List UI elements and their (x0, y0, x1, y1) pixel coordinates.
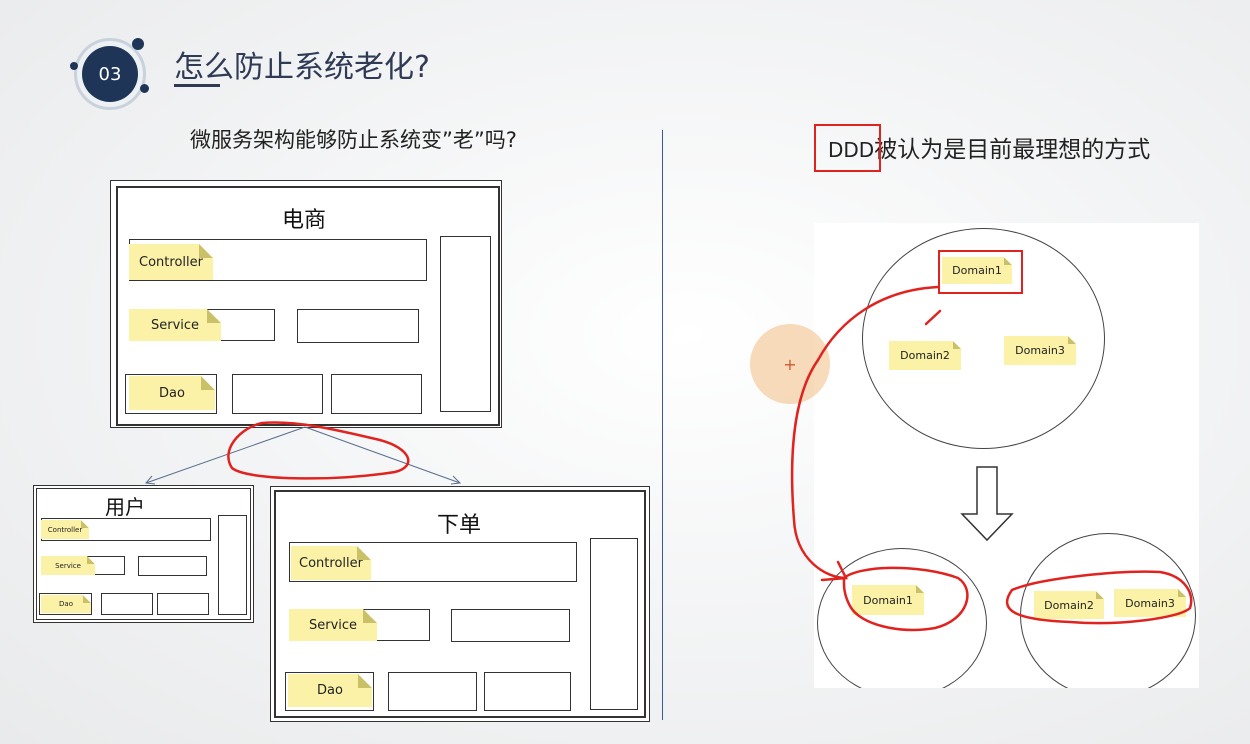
domain2-note: Domain2 (889, 341, 961, 370)
dao-layer-box (232, 374, 323, 414)
dao-note: Dao (129, 376, 215, 410)
vertical-divider (662, 130, 663, 720)
left-subtitle: 微服务架构能够防止系统变”老”吗? (190, 128, 517, 152)
badge-dot-icon (140, 84, 149, 93)
user-service-note: Service (41, 556, 95, 575)
service-note: Service (129, 309, 221, 341)
domain1-annotation-box (938, 250, 1023, 294)
red-annotation-ellipse-domain23 (1005, 570, 1193, 625)
user-module-title: 用户 (105, 495, 145, 519)
order-service-box (451, 609, 570, 642)
user-service-box (138, 556, 207, 576)
split-domain2-note: Domain2 (1034, 591, 1104, 619)
user-controller-note: Controller (41, 520, 89, 539)
order-side-column (590, 538, 638, 710)
ecommerce-module-title: 电商 (282, 208, 327, 233)
service-layer-box (297, 309, 419, 343)
order-module-title: 下单 (437, 513, 482, 538)
dao-layer-box (331, 374, 422, 414)
user-dao-note: Dao (41, 595, 91, 613)
badge-dot-icon (132, 38, 144, 50)
section-number-badge: 03 (82, 46, 138, 102)
page-title: 怎么防止系统老化? (174, 50, 430, 85)
side-column (440, 236, 491, 412)
red-annotation-ellipse-left (227, 421, 410, 480)
controller-note: Controller (129, 244, 213, 280)
split-domain1-note: Domain1 (852, 585, 924, 615)
order-controller-note: Controller (291, 546, 371, 580)
down-arrow-icon (960, 466, 1014, 542)
ddd-highlight: DDD (828, 138, 875, 162)
red-annotation-path (790, 285, 940, 580)
monolith-domain-circle (862, 228, 1105, 449)
split-arrows (145, 426, 462, 485)
title-underline (174, 84, 220, 87)
split-domain3-note: Domain3 (1114, 589, 1186, 617)
right-subtitle: DDD被认为是目前最理想的方式 (828, 130, 1150, 164)
ddd-annotation-box (814, 124, 881, 172)
user-dao-box (101, 593, 153, 615)
service-a-circle (817, 548, 987, 688)
domain1-note: Domain1 (942, 257, 1012, 284)
ddd-diagram-panel: Domain1 Domain2 Domain3 Domain1 Domain2 … (814, 223, 1199, 688)
order-dao-box (388, 672, 477, 711)
domain3-note: Domain3 (1004, 336, 1076, 365)
badge-dot-icon (70, 62, 78, 70)
user-side-column (218, 515, 247, 615)
order-service-note: Service (289, 609, 377, 641)
red-annotation-ellipse-domain1 (842, 566, 969, 632)
red-annotation-tick (924, 309, 942, 326)
order-dao-box (484, 672, 571, 711)
right-subtitle-text: 被认为是目前最理想的方式 (874, 137, 1151, 163)
user-dao-box (157, 593, 209, 615)
service-b-circle (1020, 533, 1196, 688)
